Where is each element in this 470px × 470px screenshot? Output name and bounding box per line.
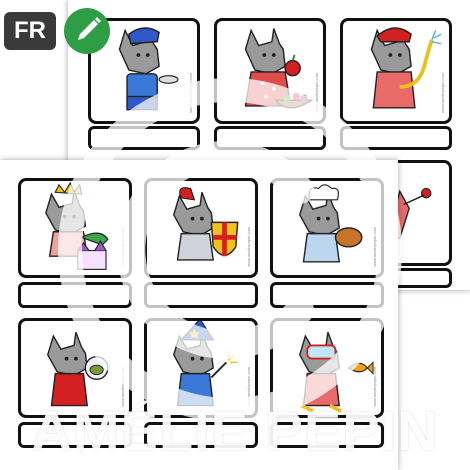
watermark-text: AMÉLIE PEPIN	[31, 399, 439, 462]
card-label-box[interactable]	[88, 126, 200, 150]
card-firefighter: www.ameliepepin.com	[340, 18, 452, 124]
wolf-knight-icon	[172, 187, 239, 261]
wolf-king-icon	[45, 181, 109, 270]
card-label-box[interactable]	[270, 282, 384, 308]
wolf-with-apple-and-basket-icon	[244, 28, 314, 109]
card-label-box[interactable]	[340, 126, 452, 150]
pencil-icon	[78, 17, 101, 40]
card-king: www.ameliepepin.com	[18, 178, 132, 278]
card-label-box[interactable]	[18, 282, 132, 308]
wolf-cook-icon	[298, 184, 363, 263]
card-cook: www.ameliepepin.com	[270, 178, 384, 278]
card-label-box[interactable]	[270, 422, 384, 448]
card-label-box[interactable]	[18, 422, 132, 448]
language-badge: FR	[4, 12, 56, 50]
card-label-box[interactable]	[144, 282, 258, 308]
card-label-box[interactable]	[144, 422, 258, 448]
edit-button[interactable]	[64, 8, 110, 54]
card-knight: www.ameliepepin.com	[144, 178, 258, 278]
card-shopper: www.ameliepepin.com	[214, 18, 326, 124]
wolf-firefighter-icon	[370, 27, 442, 109]
card-label-box[interactable]	[214, 126, 326, 150]
